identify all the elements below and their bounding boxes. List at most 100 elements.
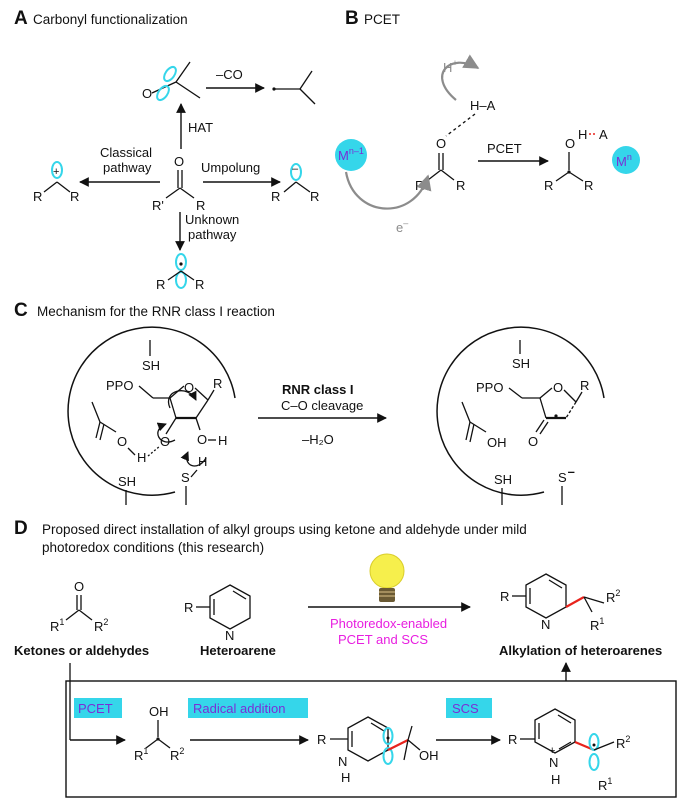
product-r: R [580, 378, 589, 393]
acyl-o: O [142, 86, 152, 101]
cation-plus: + [53, 166, 59, 178]
electron-transfer-arrow [344, 171, 432, 210]
ketones-label: Ketones or aldehydes [14, 643, 149, 658]
reactant-sh-bottom: SH [118, 474, 136, 489]
heteroarene-label: Heteroarene [200, 643, 276, 658]
anion-r-right: R [310, 189, 319, 204]
mechanism-box [65, 680, 677, 798]
section-a-letter: A [14, 8, 28, 29]
metal-initial-icon [335, 139, 367, 171]
heteroarene-reagent: N R [184, 584, 251, 643]
adduct-r: R [317, 732, 326, 747]
ketyl-radical: R R [156, 253, 204, 292]
ketone-r2: R2 [94, 617, 108, 634]
pyridinium-h: H [551, 772, 560, 787]
cation-r-right: R [70, 189, 79, 204]
section-d-letter: D [14, 518, 28, 539]
section-d-title-1: Proposed direct installation of alkyl gr… [42, 522, 527, 537]
pyridinium-n: N [549, 755, 558, 770]
pyridine-n: N [225, 628, 234, 643]
hbond-dash [445, 113, 476, 137]
radical-adduct: N H R OH [317, 716, 439, 785]
section-c-title: Mechanism for the RNR class I reaction [37, 304, 275, 319]
pcet-step-label: PCET [78, 701, 113, 716]
reactant-s-h: H [198, 454, 207, 469]
h-plus-label: H+ [443, 58, 458, 75]
product-a: A [599, 127, 608, 142]
metal-final-icon [612, 146, 640, 174]
umpolung-label: Umpolung [201, 160, 260, 175]
carbonyl-o: O [174, 154, 184, 169]
scs-step-box [446, 698, 492, 718]
pcet-product: O H A R R [544, 127, 608, 193]
product-r-left: R [544, 178, 553, 193]
pcet-ketone-o: O [436, 136, 446, 151]
reactant-acid-h: H [137, 450, 146, 465]
product-ribose: O R O [522, 378, 589, 449]
product-r2: R2 [606, 588, 620, 605]
pyridinium-plus: + [549, 745, 555, 757]
adduct-nh: N [338, 754, 347, 769]
product-sh-top: SH [512, 356, 530, 371]
orbital-lobe-icon [163, 65, 177, 83]
reactant-r: R [213, 376, 222, 391]
enzyme-pocket-reactant [67, 326, 236, 496]
anion-r-left: R [271, 189, 280, 204]
product-ketone-o: O [528, 434, 538, 449]
pcet-ketone: O R R [415, 136, 465, 193]
reactant-sh-top: SH [142, 358, 160, 373]
panel-c: C Mechanism for the RNR class I reaction… [14, 300, 605, 505]
classical-label-2: pathway [103, 160, 152, 175]
pyridine-r: R [184, 600, 193, 615]
adduct-h: H [341, 770, 350, 785]
proton-transfer-arrow [441, 54, 480, 101]
metal-final-label: Mn [616, 152, 632, 169]
section-c-letter: C [14, 300, 28, 321]
electron-label: e– [396, 218, 408, 235]
unknown-label-2: pathway [188, 227, 237, 242]
product-r1: R1 [590, 616, 604, 633]
metal-initial-label: Mn–1 [338, 146, 364, 163]
section-b-letter: B [345, 8, 359, 29]
product-oh: OH [487, 435, 507, 450]
cation-r-left: R [33, 189, 42, 204]
product-r-right: R [584, 178, 593, 193]
ketyl-r1: R1 [134, 746, 148, 763]
product-o-ring: O [553, 380, 563, 395]
pyridinium-r1: R1 [598, 776, 612, 793]
reactant-oh-o: O [197, 432, 207, 447]
section-a-title: Carbonyl functionalization [33, 12, 188, 27]
reactant-oh-h: H [218, 433, 227, 448]
condition-label-2: PCET and SCS [338, 632, 428, 647]
alkyl-radical [272, 70, 316, 105]
section-d-title-2: photoredox conditions (this research) [42, 540, 264, 555]
central-carbonyl: O R' R [152, 154, 205, 213]
empty-orbital-icon [51, 161, 63, 179]
light-bulb-icon [369, 553, 405, 602]
condition-label-1: Photoredox-enabled [330, 616, 447, 631]
classical-label-1: Classical [100, 145, 152, 160]
section-b-title: PCET [364, 12, 400, 27]
ketyl-r2: R2 [170, 746, 184, 763]
curved-arrow-icon [156, 422, 176, 443]
hat-label: HAT [188, 120, 213, 135]
product-r-sub: R [500, 589, 509, 604]
product-n: N [541, 617, 550, 632]
acyl-radical: O [142, 61, 201, 102]
product-ppo: PPO [476, 380, 503, 395]
carbocation: + R R [33, 161, 79, 204]
reactant-s: S [181, 470, 190, 485]
ketyl-oh: OH [149, 704, 169, 719]
reactant-acid-o: O [117, 434, 127, 449]
radical-addition-box [188, 698, 308, 718]
scs-step-label: SCS [452, 701, 479, 716]
radical-addition-label: Radical addition [193, 701, 286, 716]
product-h: H [578, 127, 587, 142]
alkylated-product: N R R2 R1 [500, 573, 620, 633]
enzyme-pocket-product [436, 326, 605, 496]
pyridinium-r2: R2 [616, 734, 630, 751]
product-o: O [565, 136, 575, 151]
panel-d: D Proposed direct installation of alkyl … [14, 518, 677, 798]
orbital-lobe-icon [156, 84, 170, 102]
